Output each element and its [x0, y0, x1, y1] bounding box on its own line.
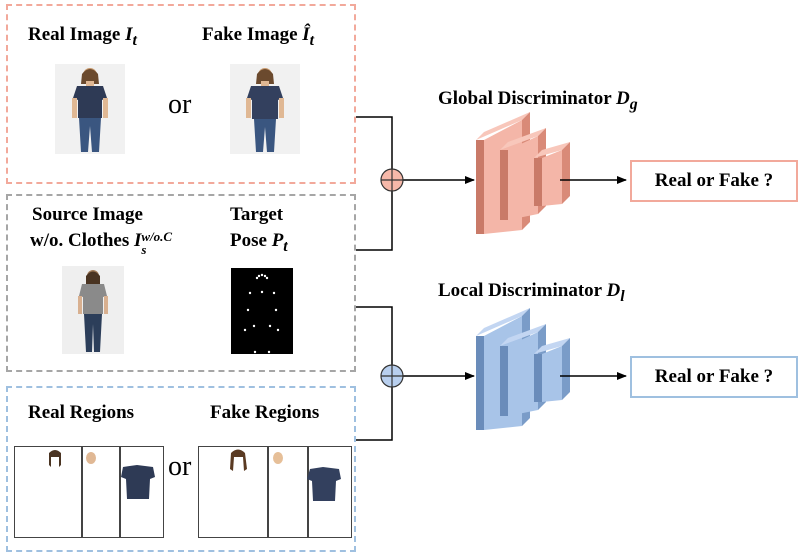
target-label: Target [230, 204, 284, 225]
global-discriminator-blocks [476, 112, 570, 234]
shirt-region-icon [121, 465, 155, 499]
local-discriminator-blocks [476, 308, 570, 430]
global-output-box: Real or Fake ? [630, 160, 798, 202]
hair-region-icon [49, 450, 61, 467]
local-discriminator-label: Local Discriminator Dl [438, 280, 625, 305]
real-regions-label: Real Regions [28, 402, 135, 423]
source-image-photo [62, 266, 124, 354]
source-image-label: Source Image [32, 204, 143, 225]
fake-image-label: Fake Image Ît [202, 24, 315, 49]
real-regions-strip [14, 446, 164, 538]
fake-image-photo [230, 64, 300, 154]
or-text-top: or [168, 89, 192, 120]
target-pose-image [231, 268, 293, 354]
target-pose-label: Pose Pt [230, 230, 288, 255]
fake-regions-label: Fake Regions [210, 402, 320, 423]
regions-panel [6, 386, 356, 552]
face-region-icon [86, 452, 96, 464]
real-image-label: Real Image It [28, 24, 137, 49]
real-image-photo [55, 64, 125, 154]
global-discriminator-label: Global Discriminator Dg [438, 88, 638, 113]
real-fake-image-panel [6, 4, 356, 184]
local-output-box: Real or Fake ? [630, 356, 798, 398]
source-target-panel [6, 194, 356, 372]
fake-regions-strip [198, 446, 352, 538]
or-text-bottom: or [168, 451, 192, 482]
